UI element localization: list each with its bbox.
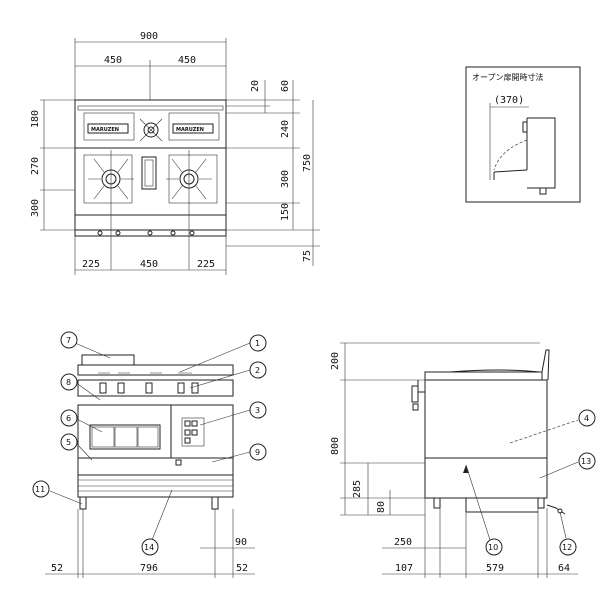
side-view: 200 800 285 80 250 107 579 64 4 13 10 <box>330 342 596 578</box>
svg-text:5: 5 <box>66 438 71 447</box>
callout-2 <box>249 361 267 379</box>
dim-180: 180 <box>30 110 41 128</box>
inset-dim-370: (370) <box>494 95 524 106</box>
dim-300-left: 300 <box>30 199 41 217</box>
front-knobs <box>97 230 195 236</box>
dim-20: 20 <box>250 80 261 92</box>
dim-60: 60 <box>280 80 291 92</box>
brand-label-left: MARUZEN <box>91 127 119 133</box>
svg-text:7: 7 <box>66 336 71 345</box>
svg-text:12: 12 <box>562 543 572 552</box>
dim-225-right: 225 <box>197 259 215 270</box>
front-view: 7 1 2 3 8 6 5 9 11 14 90 52 79 <box>32 331 267 578</box>
dim-900: 900 <box>140 31 158 42</box>
inset-title: オープン扉開時寸法 <box>472 72 544 82</box>
dim-285: 285 <box>352 480 363 498</box>
dim-52-left: 52 <box>51 563 63 574</box>
dim-300-right: 300 <box>280 170 291 188</box>
top-view: 900 450 450 MARUZEN MARUZEN <box>30 31 320 275</box>
dim-270: 270 <box>30 157 41 175</box>
callout-7 <box>60 331 78 349</box>
svg-text:11: 11 <box>35 485 45 494</box>
dim-450-left: 450 <box>104 55 122 66</box>
dim-90: 90 <box>235 537 247 548</box>
dim-450-bottom: 450 <box>140 259 158 270</box>
dim-64: 64 <box>558 563 570 574</box>
dim-800: 800 <box>330 437 341 455</box>
svg-text:6: 6 <box>66 414 71 423</box>
callout-10 <box>485 538 503 556</box>
svg-text:1: 1 <box>255 339 260 348</box>
knob-row <box>99 382 199 394</box>
dim-80: 80 <box>376 501 387 513</box>
callout-14 <box>141 538 159 556</box>
callout-4 <box>578 409 596 427</box>
svg-text:4: 4 <box>584 414 589 423</box>
callout-12 <box>559 538 577 556</box>
callout-11 <box>32 480 50 498</box>
dim-52-right: 52 <box>236 563 248 574</box>
dim-225-left: 225 <box>82 259 100 270</box>
dim-107: 107 <box>395 563 413 574</box>
svg-text:14: 14 <box>144 543 154 552</box>
dim-450-right: 450 <box>178 55 196 66</box>
dim-75: 75 <box>302 250 313 262</box>
svg-text:2: 2 <box>255 366 260 375</box>
svg-text:10: 10 <box>488 543 498 552</box>
dim-796: 796 <box>140 563 158 574</box>
dim-750: 750 <box>302 154 313 172</box>
door-open-inset: オープン扉開時寸法 (370) <box>465 66 581 203</box>
front-callouts: 7 1 2 3 8 6 5 9 11 14 <box>32 331 267 556</box>
callout-13 <box>578 452 596 470</box>
brand-label-right: MARUZEN <box>176 127 204 133</box>
callout-1 <box>249 334 267 352</box>
svg-text:8: 8 <box>66 378 71 387</box>
svg-text:9: 9 <box>255 448 260 457</box>
svg-text:13: 13 <box>581 457 591 466</box>
callout-5 <box>60 433 78 451</box>
callout-9 <box>249 443 267 461</box>
dim-250: 250 <box>394 537 412 548</box>
callout-3 <box>249 401 267 419</box>
dim-150: 150 <box>280 203 291 221</box>
dim-240: 240 <box>280 120 291 138</box>
callout-8 <box>60 373 78 391</box>
side-callouts: 4 13 10 12 <box>463 409 596 556</box>
callout-6 <box>60 409 78 427</box>
dim-200: 200 <box>330 352 341 370</box>
svg-text:3: 3 <box>255 406 260 415</box>
dim-579: 579 <box>486 563 504 574</box>
